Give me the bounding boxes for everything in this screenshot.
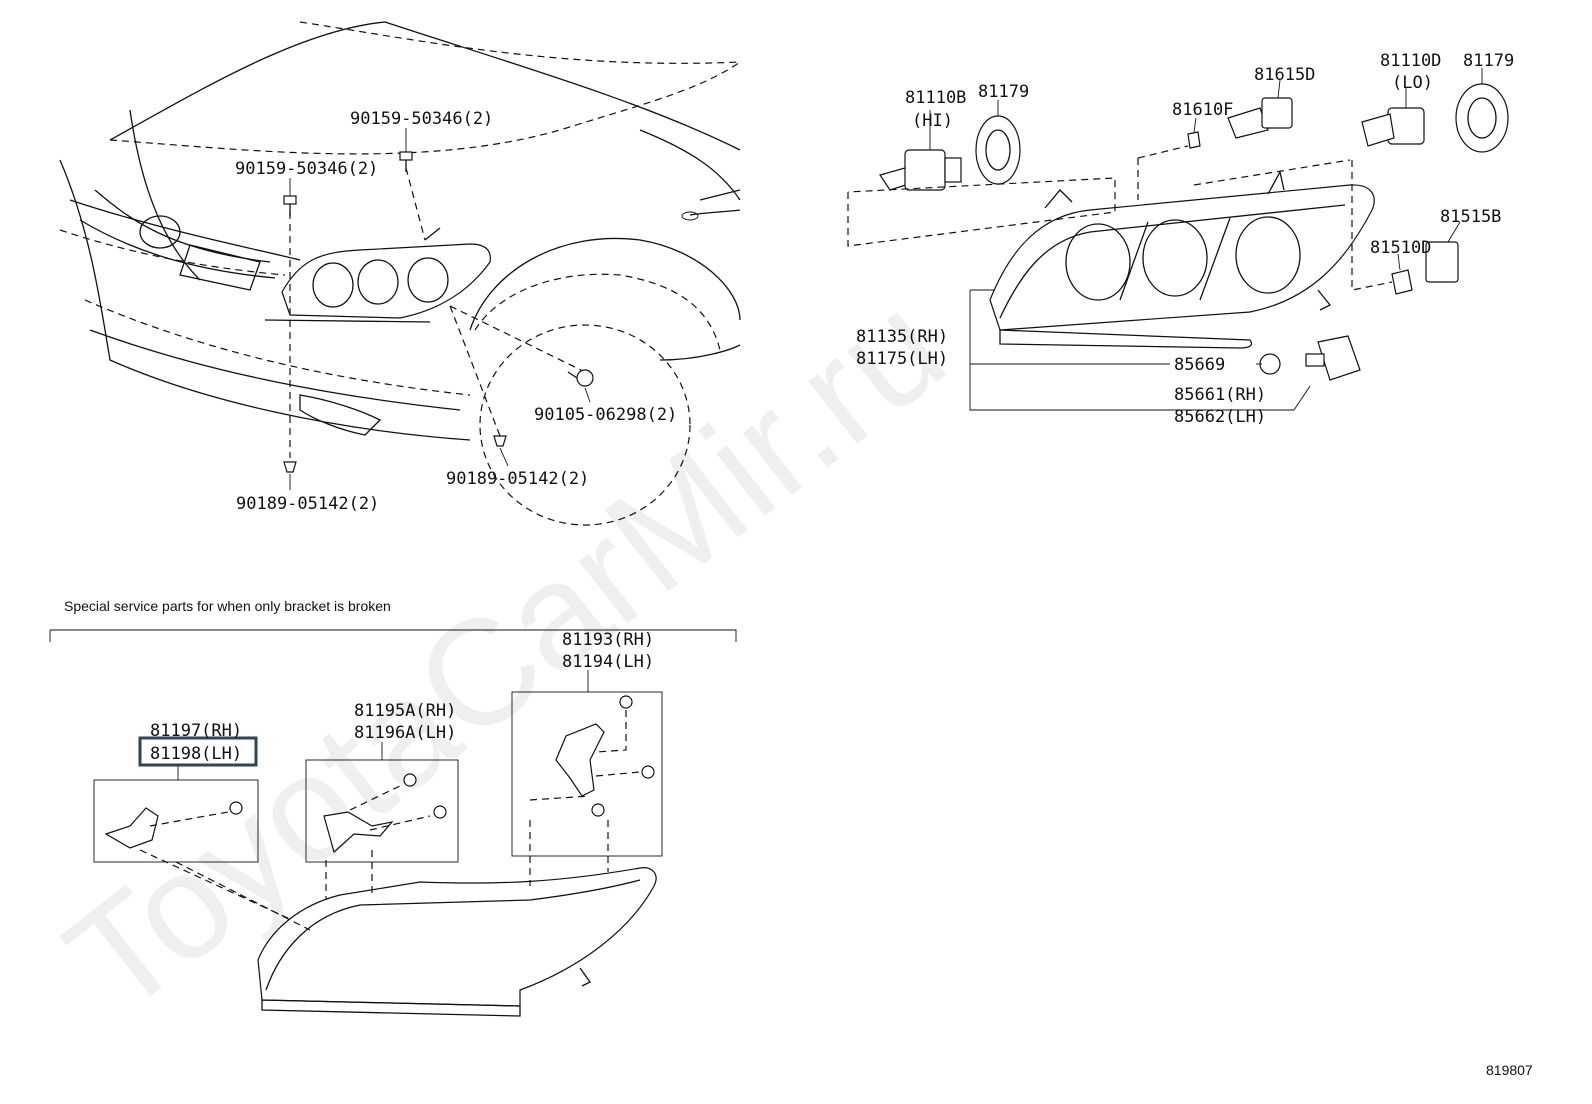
- bracket-81195a-icon: [323, 773, 447, 854]
- small-bulb-icon: [1391, 253, 1413, 295]
- bolt-icon: [567, 369, 594, 387]
- clip-icon: [493, 435, 507, 447]
- o-ring-icon: [1259, 353, 1281, 375]
- label-81515b: 81515B: [1440, 207, 1501, 227]
- label-81198-lh[interactable]: 81198(LH): [150, 744, 242, 764]
- kit-box-81193: [511, 691, 663, 857]
- bulb-lo-icon: [1361, 88, 1425, 147]
- note-bracket: [49, 629, 737, 642]
- label-81510d: 81510D: [1370, 238, 1431, 258]
- label-81179-a: 81179: [978, 82, 1029, 102]
- label-81610f: 81610F: [1172, 100, 1233, 120]
- dust-cap-icon: [975, 100, 1021, 185]
- vehicle-front-illustration: [59, 21, 741, 526]
- bracket-81193-icon: [529, 695, 655, 817]
- label-90189-05142-left: 90189-05142(2): [236, 494, 379, 514]
- label-81196a-lh: 81196A(LH): [354, 723, 456, 743]
- label-90189-05142-right: 90189-05142(2): [446, 469, 589, 489]
- screw-icon: [283, 195, 297, 216]
- bulb-icon: [1425, 221, 1461, 283]
- special-service-note: Special service parts for when only brac…: [64, 598, 391, 614]
- label-hi: (HI): [912, 111, 953, 131]
- headlamp-exploded-illustration: [847, 68, 1509, 411]
- figure-number: 819807: [1486, 1062, 1533, 1078]
- label-81179-b: 81179: [1463, 51, 1514, 71]
- clip-icon: [283, 461, 297, 473]
- label-81175-lh: 81175(LH): [856, 349, 948, 369]
- label-81135-rh: 81135(RH): [856, 327, 948, 347]
- small-bulb-icon: [1187, 117, 1201, 149]
- label-81110b: 81110B: [905, 88, 966, 108]
- label-lo: (LO): [1392, 73, 1433, 93]
- label-81194-lh: 81194(LH): [562, 652, 654, 672]
- label-90105-06298: 90105-06298(2): [534, 405, 677, 425]
- label-81615d: 81615D: [1254, 65, 1315, 85]
- label-90159-50346-top: 90159-50346(2): [350, 109, 493, 129]
- headlamp-housing-illustration: [139, 820, 657, 1017]
- bulb-hi-icon: [879, 110, 962, 191]
- label-90159-50346-left: 90159-50346(2): [235, 159, 378, 179]
- label-81195a-rh: 81195A(RH): [354, 701, 456, 721]
- label-85662-lh: 85662(LH): [1174, 407, 1266, 427]
- leveling-motor-icon: [1305, 335, 1361, 381]
- label-85669: 85669: [1174, 355, 1225, 375]
- dust-cap-icon: [1455, 68, 1509, 153]
- screw-icon: [399, 151, 413, 172]
- bulb-icon: [1227, 79, 1293, 139]
- highlight-box: [138, 736, 258, 767]
- bracket-81197-icon: [104, 801, 243, 849]
- label-85661-rh: 85661(RH): [1174, 385, 1266, 405]
- label-81197-rh: 81197(RH): [150, 721, 242, 741]
- label-81110d: 81110D: [1380, 51, 1441, 71]
- label-81193-rh: 81193(RH): [562, 630, 654, 650]
